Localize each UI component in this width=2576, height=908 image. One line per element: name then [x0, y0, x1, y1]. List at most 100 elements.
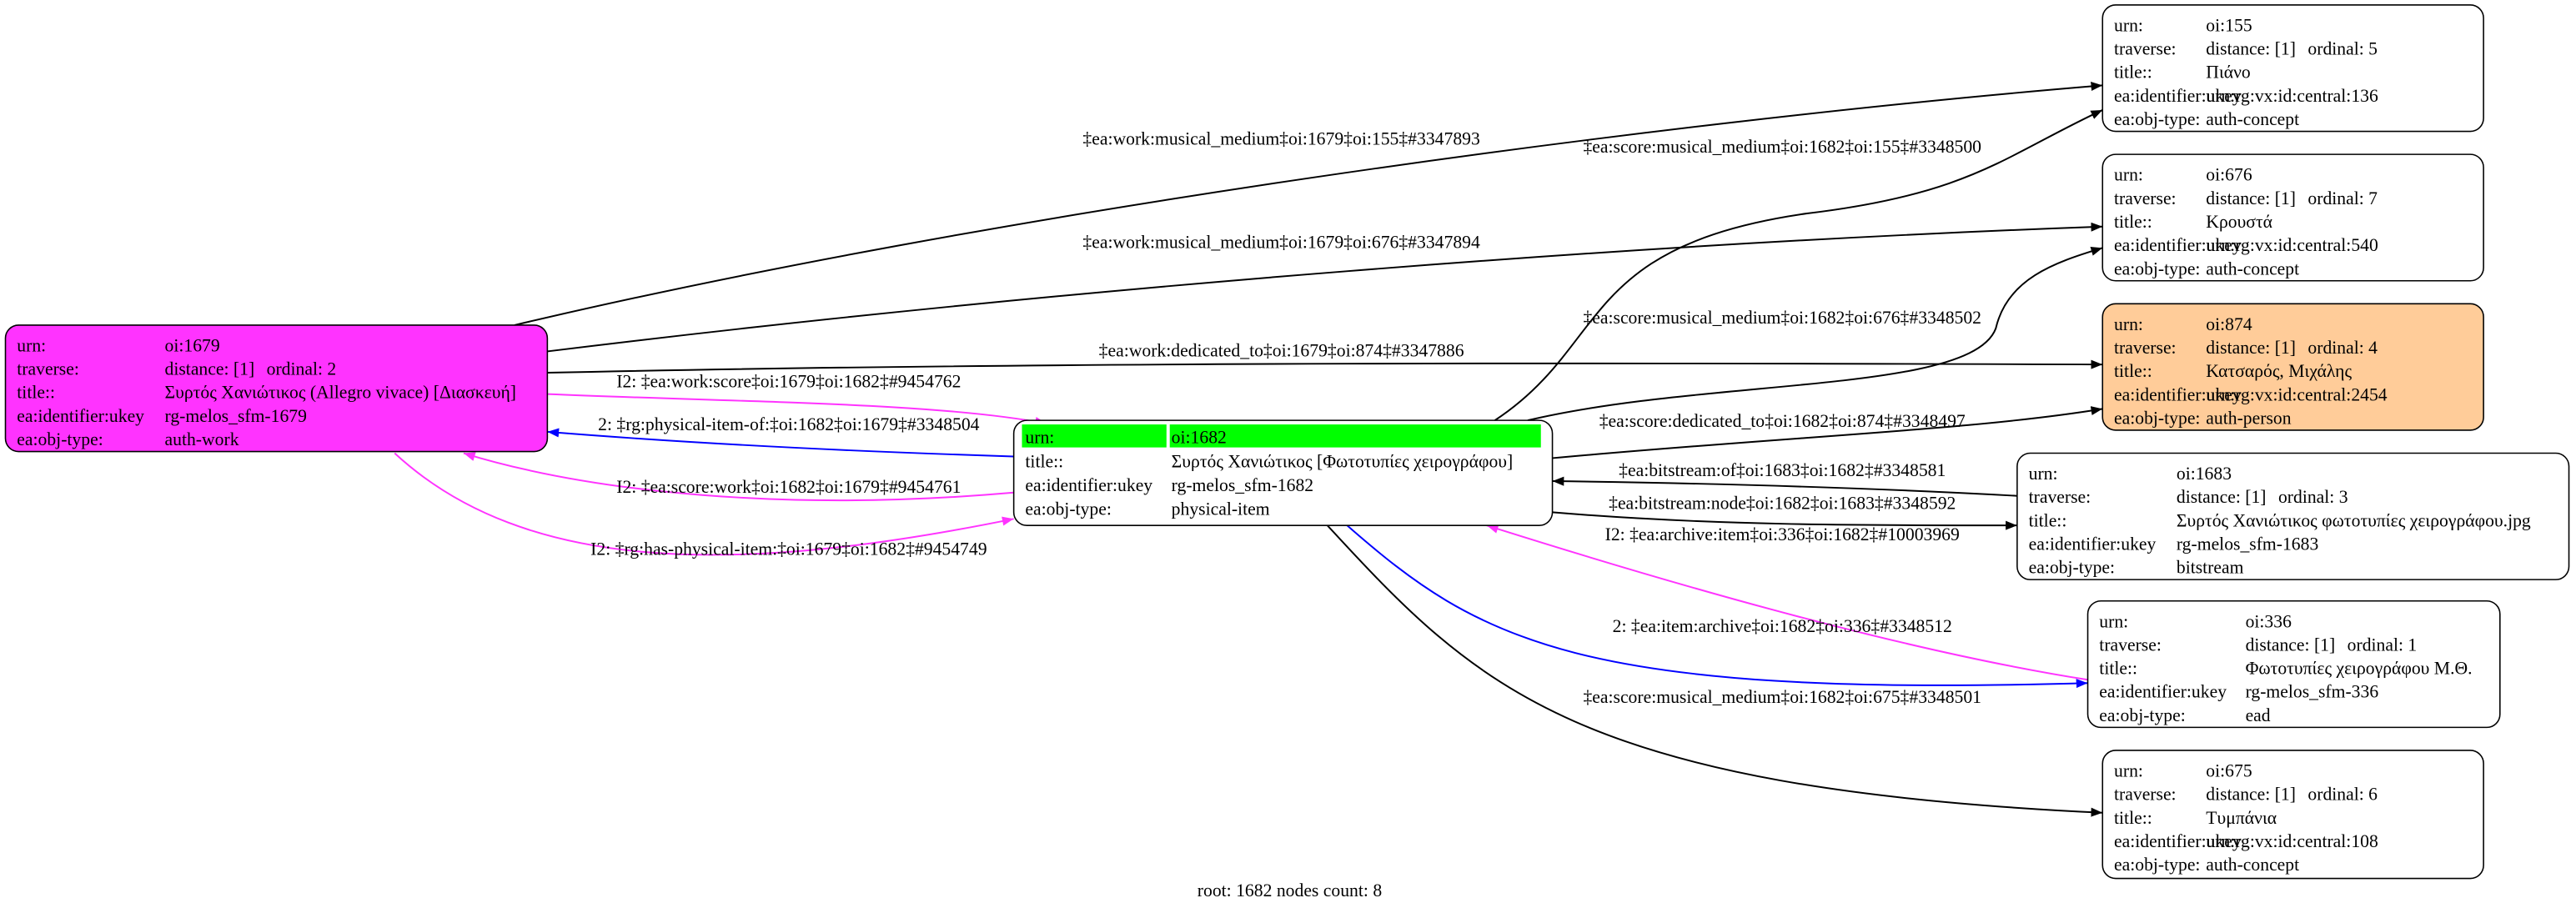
- edges: ‡ea:work:musical_medium‡oi:1679‡oi:155‡#…: [394, 82, 2103, 817]
- row-value: rg-melos_sfm-1679: [165, 406, 307, 426]
- edge-1683-to-1682[interactable]: ‡ea:bitstream:of‡oi:1683‡oi:1682‡#334858…: [1552, 460, 2017, 497]
- node-box: [2101, 4, 2484, 133]
- row-key: title::: [2114, 212, 2152, 232]
- edge-1682-to-155[interactable]: ‡ea:score:musical_medium‡oi:1682‡oi:155‡…: [1494, 109, 2103, 421]
- row-key: ea:identifier:ukey: [2099, 682, 2227, 702]
- row-key: urn:: [2099, 611, 2128, 631]
- node-box: [2101, 303, 2484, 431]
- edge-line: [1494, 109, 2103, 421]
- edge-line: [514, 82, 2103, 326]
- row-key: ea:identifier:ukey: [2114, 831, 2242, 851]
- edge-1682-to-1683[interactable]: ‡ea:bitstream:node‡oi:1682‡oi:1683‡#3348…: [1552, 493, 2017, 530]
- edge-1682-to-1679[interactable]: I2: ‡ea:score:work‡oi:1682‡oi:1679‡#9454…: [463, 452, 1014, 502]
- row-value: Τυμπάνια: [2206, 808, 2277, 828]
- row-value-ordinal: ordinal: 1: [2348, 635, 2418, 655]
- edge-1682-to-1679[interactable]: 2: ‡rg:physical-item-of:‡oi:1682‡oi:1679…: [547, 414, 1014, 458]
- edge-label: ‡ea:score:musical_medium‡oi:1682‡oi:676‡…: [1583, 308, 1981, 328]
- edge-line: [547, 359, 2103, 374]
- row-key: ea:identifier:ukey: [2114, 86, 2242, 106]
- edge-line: [1552, 406, 2103, 459]
- row-value: rg-melos_sfm-1682: [1172, 475, 1313, 495]
- row-key: title::: [2114, 808, 2152, 828]
- edge-1679-to-155[interactable]: ‡ea:work:musical_medium‡oi:1679‡oi:155‡#…: [514, 82, 2103, 326]
- row-value: auth-work: [165, 429, 239, 449]
- row-key: ea:identifier:ukey: [17, 406, 144, 426]
- row-key: traverse:: [2114, 188, 2177, 208]
- row-value: Κατσαρός, Μιχάλης: [2206, 361, 2352, 381]
- edge-label: ‡ea:work:musical_medium‡oi:1679‡oi:155‡#…: [1082, 128, 1479, 148]
- edge-1679-to-1682[interactable]: I2: ‡rg:has-physical-item:‡oi:1679‡oi:16…: [394, 452, 1014, 559]
- row-value: Πιάνο: [2206, 63, 2250, 83]
- row-value-ordinal: ordinal: 5: [2307, 39, 2378, 59]
- row-value: oi:336: [2246, 611, 2292, 631]
- row-key: ea:identifier:ukey: [2114, 384, 2242, 404]
- edge-1682-to-676[interactable]: ‡ea:score:musical_medium‡oi:1682‡oi:676‡…: [1527, 247, 2103, 422]
- edge-label: ‡ea:work:dedicated_to‡oi:1679‡oi:874‡#33…: [1099, 340, 1464, 360]
- edge-1679-to-676[interactable]: ‡ea:work:musical_medium‡oi:1679‡oi:676‡#…: [547, 222, 2103, 353]
- row-key: traverse:: [2029, 487, 2091, 507]
- row-key: title::: [2029, 510, 2067, 530]
- edge-label: 2: ‡rg:physical-item-of:‡oi:1682‡oi:1679…: [598, 414, 980, 434]
- row-key: traverse:: [2114, 785, 2177, 805]
- edge-label: ‡ea:work:musical_medium‡oi:1679‡oi:676‡#…: [1082, 232, 1480, 252]
- row-key: ea:identifier:ukey: [2114, 235, 2242, 255]
- root-highlight: [1169, 424, 1541, 448]
- row-key: ea:identifier:ukey: [1025, 475, 1152, 495]
- edge-label: 2: ‡ea:item:archive‡oi:1682‡oi:336‡#3348…: [1613, 616, 1952, 636]
- node-box: [4, 324, 549, 453]
- row-value: auth-concept: [2206, 258, 2299, 278]
- row-value-ordinal: ordinal: 3: [2278, 487, 2348, 507]
- row-value: urn:rg:vx:id:central:136: [2206, 86, 2378, 106]
- edge-line: [547, 393, 1047, 426]
- row-key: ea:identifier:ukey: [2029, 534, 2157, 554]
- row-value: distance: [1]: [2177, 487, 2267, 507]
- edge-label: I2: ‡rg:has-physical-item:‡oi:1679‡oi:16…: [590, 539, 987, 559]
- edge-1679-to-1682[interactable]: I2: ‡ea:work:score‡oi:1679‡oi:1682‡#9454…: [547, 372, 1047, 426]
- row-key: ea:obj-type:: [17, 429, 103, 449]
- row-key: traverse:: [2099, 635, 2162, 655]
- row-key: ea:obj-type:: [2029, 558, 2115, 578]
- row-value-ordinal: ordinal: 7: [2307, 188, 2378, 208]
- root-highlight: [1022, 424, 1167, 448]
- row-value: ead: [2246, 705, 2271, 725]
- edge-line: [547, 428, 1014, 458]
- edge-line: [547, 222, 2103, 353]
- row-key: title::: [1025, 451, 1063, 471]
- row-value: physical-item: [1172, 499, 1270, 519]
- row-key: urn:: [2114, 15, 2143, 35]
- row-value: Συρτός Χανιώτικος (Allegro vivace) [Διασ…: [165, 383, 516, 403]
- edge-1682-to-874[interactable]: ‡ea:score:dedicated_to‡oi:1682‡oi:874‡#3…: [1552, 406, 2103, 459]
- edge-label: ‡ea:score:musical_medium‡oi:1682‡oi:675‡…: [1583, 687, 1981, 707]
- row-key: urn:: [2029, 464, 2058, 484]
- row-value: Κρουστά: [2206, 212, 2272, 232]
- node-box: [2016, 452, 2570, 580]
- edge-336-to-1682[interactable]: I2: ‡ea:archive:item‡oi:336‡oi:1682‡#100…: [1486, 524, 2088, 681]
- edge-1682-to-675[interactable]: ‡ea:score:musical_medium‡oi:1682‡oi:675‡…: [1327, 524, 2103, 817]
- edge-label: ‡ea:bitstream:node‡oi:1682‡oi:1683‡#3348…: [1609, 493, 1956, 513]
- edge-line: [394, 452, 1014, 556]
- edge-line: [1527, 247, 2103, 422]
- row-key: ea:obj-type:: [2114, 855, 2200, 875]
- edge-label: I2: ‡ea:score:work‡oi:1682‡oi:1679‡#9454…: [616, 477, 961, 497]
- row-value: distance: [1]: [165, 359, 255, 379]
- edge-label: I2: ‡ea:archive:item‡oi:336‡oi:1682‡#100…: [1605, 524, 1960, 544]
- edge-1682-to-336[interactable]: 2: ‡ea:item:archive‡oi:1682‡oi:336‡#3348…: [1346, 524, 2088, 689]
- edge-1679-to-874[interactable]: ‡ea:work:dedicated_to‡oi:1679‡oi:874‡#33…: [547, 340, 2103, 374]
- row-value: auth-person: [2206, 408, 2291, 428]
- edge-line: [1327, 524, 2103, 817]
- row-key: ea:obj-type:: [2114, 258, 2200, 278]
- row-key: title::: [2099, 659, 2137, 679]
- row-key: urn:: [1025, 428, 1054, 448]
- row-value-ordinal: ordinal: 6: [2307, 785, 2378, 805]
- row-value: urn:rg:vx:id:central:108: [2206, 831, 2378, 851]
